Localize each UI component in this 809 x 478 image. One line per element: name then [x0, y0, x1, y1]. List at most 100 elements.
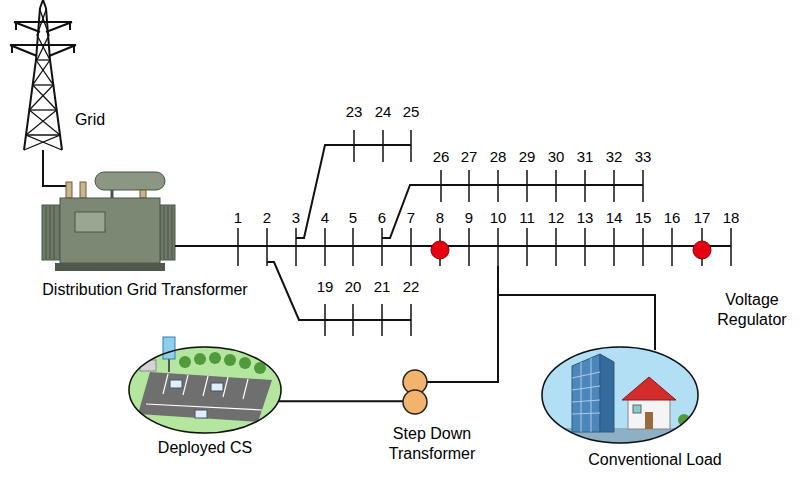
bus-tick [613, 228, 615, 266]
transmission-tower [10, 0, 76, 150]
house-roof [622, 377, 676, 400]
bus-tick [381, 228, 383, 266]
tree [194, 353, 206, 365]
insulator [73, 45, 75, 53]
bus-tick [353, 130, 355, 162]
grid-label: Grid [75, 110, 105, 130]
bus-tick [555, 170, 557, 202]
insulator [69, 22, 71, 30]
bushing [66, 182, 72, 198]
bus-number: 5 [349, 209, 357, 228]
bus-number: 1 [234, 209, 242, 228]
bus-tick [497, 170, 499, 202]
bus-ticks [238, 130, 731, 336]
bus-tick [237, 228, 239, 266]
parking-line [203, 376, 208, 396]
tower-brace [46, 22, 72, 32]
bus-tick [381, 304, 383, 336]
bus-number: 30 [548, 148, 565, 167]
equipment-label: Distribution Grid Transformer [42, 280, 247, 300]
tower-brace [36, 59, 50, 60]
bus-tick [584, 170, 586, 202]
tower-brace [37, 10, 50, 60]
bus-number: 18 [723, 209, 740, 228]
bus-number: 11 [519, 209, 535, 228]
transformer-winding [403, 390, 427, 414]
bus-tick [295, 228, 297, 266]
bus-number: 27 [461, 148, 478, 167]
parking-lot [138, 352, 272, 422]
zone-outline [542, 347, 698, 443]
buildings [548, 354, 698, 448]
grid-wire [43, 150, 68, 186]
house-door [645, 412, 653, 429]
office-tower [572, 354, 600, 432]
window-line [591, 358, 592, 432]
bus-number: 31 [577, 148, 594, 167]
bus-tick [584, 228, 586, 266]
bus-number: 2 [263, 209, 271, 228]
bus-number: 16 [664, 209, 681, 228]
bus-tick [642, 170, 644, 202]
bus-tick [324, 228, 326, 266]
bus-number: 23 [346, 103, 363, 122]
feeder-connector [278, 400, 403, 402]
bus-number: 3 [292, 209, 300, 228]
house-window [633, 405, 641, 413]
tree [209, 352, 221, 364]
bus-number: 29 [519, 148, 536, 167]
sign-pole [168, 358, 170, 372]
pipe [111, 190, 114, 198]
fin [54, 206, 55, 259]
bus-number: 32 [606, 148, 623, 167]
parking-line [163, 374, 168, 394]
tower-crossarm [14, 21, 72, 23]
bus-number: 14 [606, 209, 623, 228]
bus-number: 33 [635, 148, 652, 167]
node-outline [541, 346, 699, 444]
charging-sign [163, 337, 175, 359]
bus-tick [410, 228, 412, 266]
bus-tick [410, 130, 412, 162]
bus-tick [526, 170, 528, 202]
tower-brace [37, 10, 49, 60]
bus-number: 21 [374, 278, 391, 297]
equipment-label: Voltage Regulator [705, 290, 800, 330]
house-wall [628, 398, 670, 429]
bus-number: 10 [490, 209, 507, 228]
fin [164, 206, 165, 259]
tower-brace [10, 45, 37, 56]
tree [239, 357, 251, 369]
transformer-base [55, 263, 165, 271]
fin [168, 206, 169, 259]
lateral-feeder [267, 262, 411, 320]
bus-tick [352, 304, 354, 336]
tree [678, 414, 690, 426]
bus-tick [730, 228, 732, 266]
bus-number: 22 [403, 278, 420, 297]
window-line [572, 372, 600, 378]
bus-tick [526, 228, 528, 266]
tower-brace [33, 84, 54, 85]
node-label: Step Down Transformer [382, 424, 482, 464]
parking-line [183, 375, 188, 395]
main-feeder [175, 245, 731, 247]
cs-feeder-wire [427, 266, 498, 382]
bus-number: 19 [317, 278, 334, 297]
cs-ground [128, 346, 282, 434]
bus-tick [410, 304, 412, 336]
tower-brace [49, 45, 76, 56]
bus-number: 24 [375, 103, 392, 122]
zone-outline [129, 347, 281, 433]
tower-top [40, 0, 46, 8]
car [170, 380, 182, 388]
fin [50, 206, 51, 259]
bus-number: 8 [436, 209, 444, 228]
window-line [581, 362, 582, 432]
trees [179, 352, 266, 374]
lateral-feeder [382, 185, 643, 238]
bus-number: 28 [490, 148, 507, 167]
radiator [42, 205, 60, 260]
bus-tick [468, 170, 470, 202]
tower-brace [14, 22, 40, 32]
